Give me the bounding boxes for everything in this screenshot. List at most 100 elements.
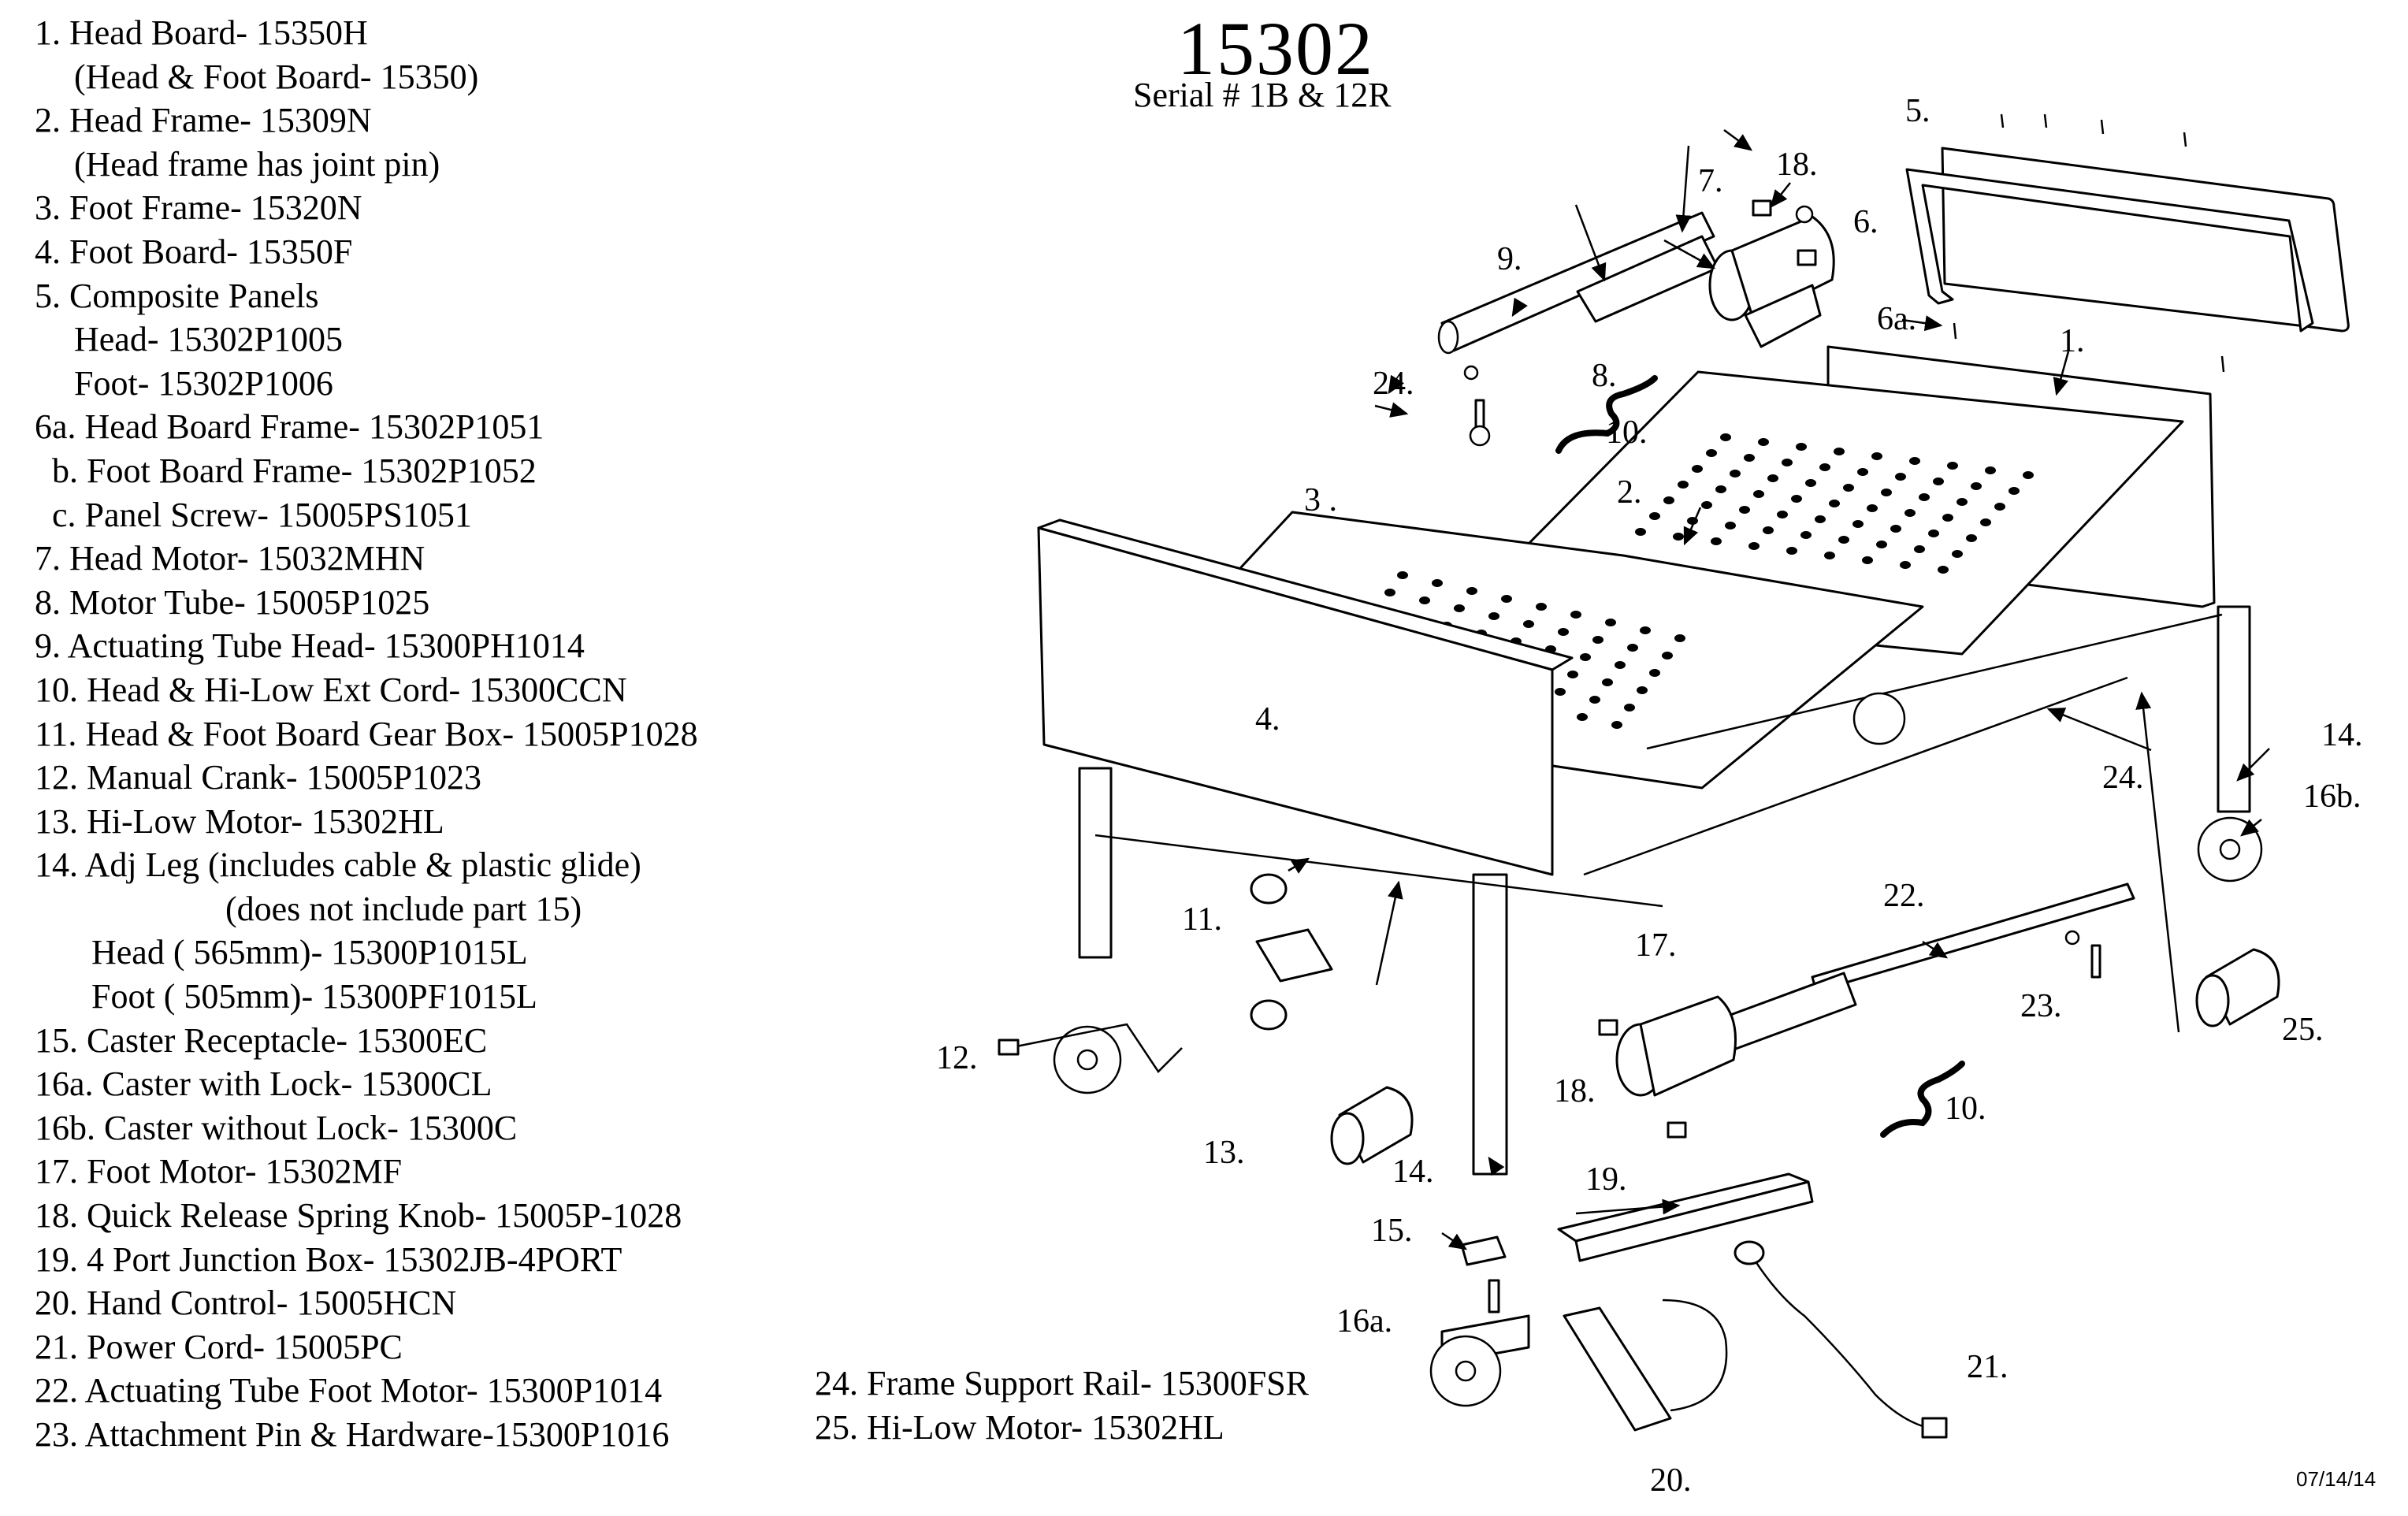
deck-hole: [1876, 541, 1887, 548]
deck-hole: [1419, 596, 1430, 604]
deck-hole: [1711, 537, 1722, 545]
part-item: 6a. Head Board Frame- 15302P1051: [35, 407, 544, 447]
part-item: 14. Adj Leg (includes cable & plastic gl…: [35, 845, 641, 885]
part-item: Foot- 15302P1006: [74, 363, 333, 403]
deck-hole: [1674, 634, 1685, 642]
deck-hole: [1637, 686, 1648, 694]
deck-hole: [1862, 556, 1873, 564]
deck-hole: [1829, 500, 1840, 507]
deck-hole: [1857, 468, 1868, 476]
deck-hole: [1592, 636, 1603, 644]
deck-hole: [1589, 696, 1600, 704]
deck-hole: [1919, 493, 1930, 501]
deck-hole: [1627, 644, 1638, 652]
deck-hole: [1720, 433, 1731, 441]
part-item: c. Panel Screw- 15005PS1051: [52, 495, 472, 534]
leader-arrows: [1288, 128, 2270, 1250]
deck-hole: [1933, 477, 1944, 485]
deck-hole: [1815, 515, 1826, 523]
deck-hole: [1555, 688, 1566, 696]
deck-hole: [1938, 566, 1949, 574]
part-item: 2. Head Frame- 15309N: [35, 101, 372, 140]
foot-board-part: [1037, 518, 1574, 876]
deck-hole: [1947, 462, 1958, 470]
deck-hole: [2009, 487, 2020, 495]
deck-hole: [1730, 470, 1741, 477]
callout-16b: 16b.: [2303, 778, 2362, 815]
part-item: 11. Head & Foot Board Gear Box- 15005P10…: [35, 714, 698, 753]
composite-panel-part: [1941, 113, 2350, 373]
attachment-pin: [1463, 365, 1491, 447]
part-item: 15. Caster Receptacle- 15300EC: [35, 1020, 488, 1060]
deck-hole: [1624, 704, 1635, 712]
deck-hole: [1570, 611, 1581, 619]
deck-hole: [1786, 547, 1797, 555]
callout-11: 11.: [1182, 901, 1222, 938]
manual-crank: [998, 1023, 1183, 1073]
callout-3: 3 .: [1304, 482, 1337, 518]
panel-screws: [1953, 113, 2225, 373]
deck-hole: [1501, 595, 1512, 603]
deck-hole: [1942, 514, 1953, 522]
callout-4: 4.: [1255, 701, 1280, 738]
callout-9: 9.: [1497, 241, 1522, 277]
callout-7: 7.: [1698, 163, 1723, 199]
part-item: 24. Frame Support Rail- 15300FSR: [815, 1364, 1310, 1403]
deck-hole: [1649, 512, 1660, 520]
deck-hole: [1602, 678, 1613, 686]
deck-hole: [1805, 479, 1816, 487]
deck-hole: [1763, 526, 1774, 534]
deck-hole: [1838, 536, 1849, 544]
part-item: 8. Motor Tube- 15005P1025: [35, 582, 430, 622]
deck-hole: [1791, 495, 1802, 503]
part-item: 16a. Caster with Lock- 15300CL: [35, 1065, 492, 1104]
deck-hole: [1782, 459, 1793, 466]
callout-8: 8.: [1592, 358, 1617, 394]
caster-wheel: [1053, 692, 2263, 1094]
part-item: 17. Foot Motor- 15302MF: [35, 1152, 403, 1191]
parts-list: 1. Head Board- 15350H (Head & Foot Board…: [35, 11, 823, 1457]
callout-12: 12.: [936, 1040, 978, 1076]
deck-hole: [1523, 620, 1534, 628]
part-item: 16b. Caster without Lock- 15300C: [35, 1108, 518, 1147]
deck-hole: [1715, 485, 1726, 493]
deck-hole: [1928, 529, 1939, 537]
part-item: 18. Quick Release Spring Knob- 15005P-10…: [35, 1196, 682, 1235]
deck-hole: [1881, 489, 1892, 496]
head-board-frame-part: [1905, 168, 2314, 333]
deck-hole: [1909, 457, 1920, 465]
caster-receptacle: [1460, 1235, 1507, 1266]
caster-with-lock: [1429, 1279, 1530, 1407]
deck-hole: [1871, 452, 1882, 460]
callout-18-top: 18.: [1776, 147, 1818, 183]
callout-6a: 6a.: [1877, 301, 1916, 337]
part-item: 21. Power Cord- 15005PC: [35, 1327, 403, 1366]
callout-1: 1.: [2060, 323, 2085, 359]
foot-motor-actuator: [1615, 882, 2135, 1097]
part-item: 10. Head & Hi-Low Ext Cord- 15300CCN: [35, 670, 627, 709]
deck-hole: [1971, 482, 1982, 490]
deck-hole: [1867, 504, 1878, 512]
part-item: (does not include part 15): [225, 889, 582, 928]
part-item: Head ( 565mm)- 15300P1015L: [91, 933, 528, 972]
deck-hole: [1454, 604, 1465, 612]
part-item: Foot ( 505mm)- 15300PF1015L: [91, 977, 537, 1016]
deck-hole: [1649, 669, 1660, 677]
deck-hole: [1701, 501, 1712, 509]
callout-16a: 16a.: [1336, 1303, 1392, 1340]
part-item: 13. Hi-Low Motor- 15302HL: [35, 801, 444, 841]
deck-hole: [1914, 545, 1925, 553]
deck-hole: [1824, 552, 1835, 559]
deck-hole: [1663, 496, 1674, 504]
callout-5: 5.: [1905, 93, 1930, 129]
deck-hole: [1744, 454, 1755, 462]
callout-21: 21.: [1967, 1349, 2009, 1385]
deck-hole: [1678, 481, 1689, 489]
callout-13: 13.: [1203, 1135, 1245, 1171]
deck-hole: [1692, 465, 1703, 473]
deck-hole: [1895, 473, 1906, 481]
deck-hole: [1904, 509, 1916, 517]
deck-hole: [1558, 628, 1569, 636]
part-item: b. Foot Board Frame- 15302P1052: [52, 451, 537, 490]
callout-24-top: 24.: [1373, 366, 1414, 402]
